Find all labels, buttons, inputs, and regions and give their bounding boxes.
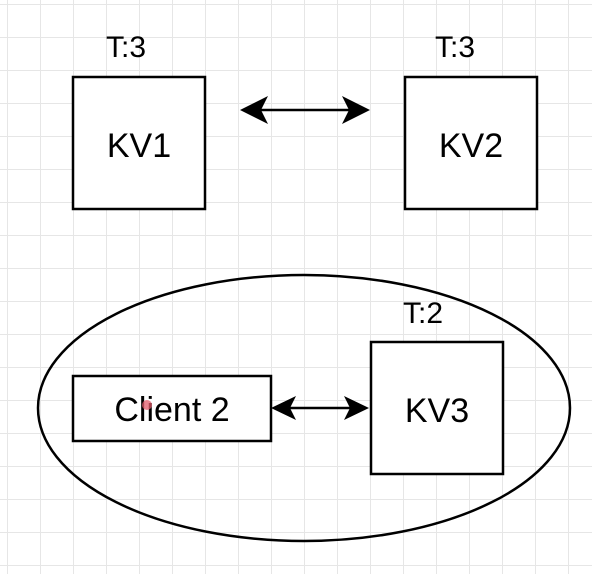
arrow-kv1-kv2 — [240, 96, 370, 124]
kv3-label: KV3 — [405, 392, 469, 430]
kv1-term-label: T:3 — [106, 31, 146, 64]
kv2-box — [403, 75, 539, 211]
partition-ellipse — [36, 273, 572, 543]
client2-box — [71, 374, 273, 443]
arrow-client2-kv3 — [271, 396, 369, 420]
kv1-box — [71, 75, 207, 211]
kv1-label: KV1 — [107, 127, 171, 165]
kv3-box — [369, 340, 505, 476]
kv2-term-label: T:3 — [435, 31, 475, 64]
client2-label: Client 2 — [114, 391, 229, 429]
kv2-label: KV2 — [439, 127, 503, 165]
kv3-term-label: T:2 — [403, 297, 443, 330]
cursor-dot — [142, 400, 152, 410]
